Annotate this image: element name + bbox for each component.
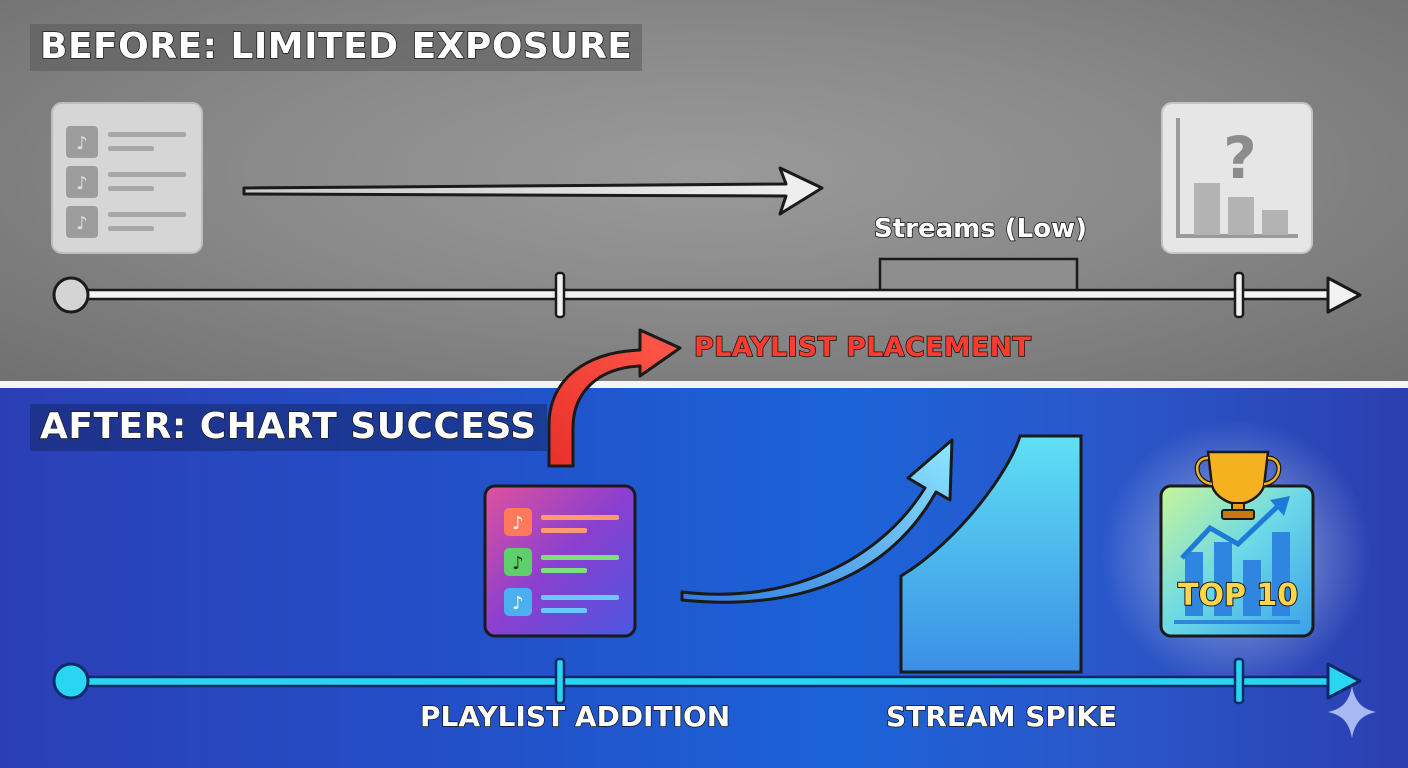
before-graphics: ♪ ♪ ♪ bbox=[51, 102, 1362, 319]
svg-text:♪: ♪ bbox=[76, 213, 88, 234]
after-title: AFTER: CHART SUCCESS bbox=[30, 404, 547, 451]
stream-spike-label: STREAM SPIKE bbox=[885, 699, 1118, 734]
music-note-icon: ♪ bbox=[66, 206, 98, 238]
svg-text:♪: ♪ bbox=[76, 133, 88, 154]
music-note-icon: ♪ bbox=[504, 588, 532, 616]
sparkle-icon bbox=[1328, 686, 1376, 738]
music-note-icon: ♪ bbox=[66, 166, 98, 198]
growth-arrow-icon bbox=[680, 438, 954, 604]
bar-chart-icon: ? bbox=[1161, 102, 1313, 254]
playlist-icon: ♪ ♪ ♪ bbox=[51, 102, 203, 254]
before-panel: ♪ ♪ ♪ bbox=[0, 0, 1408, 381]
music-note-icon: ♪ bbox=[504, 548, 532, 576]
svg-text:♪: ♪ bbox=[512, 513, 524, 534]
question-icon: ? bbox=[1223, 124, 1257, 192]
panel-divider bbox=[0, 381, 1408, 388]
progress-arrow-icon bbox=[242, 166, 824, 216]
svg-text:♪: ♪ bbox=[76, 173, 88, 194]
music-note-icon: ♪ bbox=[66, 126, 98, 158]
top10-badge bbox=[1159, 484, 1315, 638]
stream-spike-area bbox=[899, 434, 1083, 674]
streams-low-bar bbox=[878, 257, 1079, 294]
music-note-icon: ♪ bbox=[504, 508, 532, 536]
after-panel: ♪ ♪ ♪ bbox=[0, 388, 1408, 768]
playlist-addition-label: PLAYLIST ADDITION bbox=[419, 699, 731, 734]
svg-text:♪: ♪ bbox=[512, 593, 524, 614]
before-title: BEFORE: LIMITED EXPOSURE bbox=[30, 24, 643, 71]
top10-label: TOP 10 bbox=[1177, 577, 1299, 614]
svg-text:♪: ♪ bbox=[512, 553, 524, 574]
streams-low-label: Streams (Low) bbox=[873, 213, 1088, 245]
after-graphics: ♪ ♪ ♪ bbox=[52, 420, 1376, 738]
after-timeline bbox=[52, 657, 1362, 705]
playlist-icon: ♪ ♪ ♪ bbox=[483, 484, 637, 638]
playlist-placement-label: PLAYLIST PLACEMENT bbox=[693, 331, 1032, 364]
before-timeline bbox=[52, 271, 1362, 319]
trophy-icon bbox=[1194, 450, 1282, 520]
